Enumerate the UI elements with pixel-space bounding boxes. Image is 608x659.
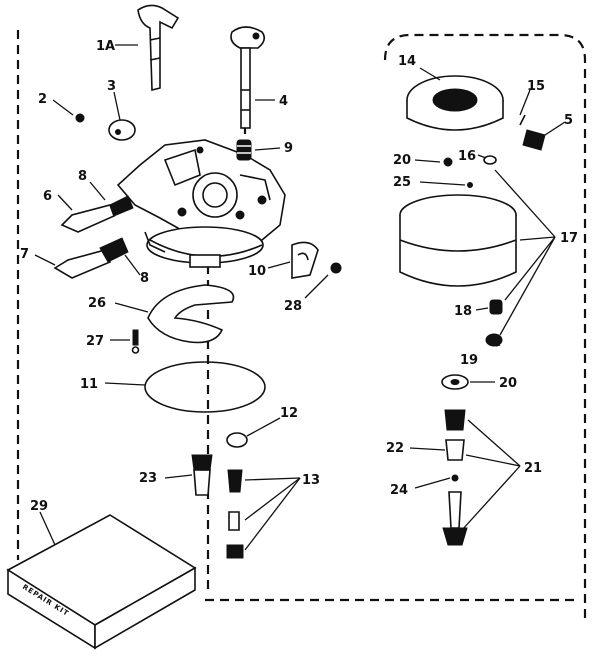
callout-17: 17 xyxy=(560,231,578,246)
callout-7: 7 xyxy=(20,247,29,262)
float-part-17 xyxy=(399,194,517,287)
callout-26: 26 xyxy=(88,296,106,311)
callout-2: 2 xyxy=(38,92,47,107)
spring-part-5 xyxy=(522,129,546,151)
callout-13: 13 xyxy=(302,473,320,488)
callout-18: 18 xyxy=(454,304,472,319)
screw-part-28 xyxy=(330,262,342,274)
spring-part-9 xyxy=(236,139,252,161)
callout-20-upper: 20 xyxy=(393,153,411,168)
callout-14: 14 xyxy=(398,54,416,69)
callout-12: 12 xyxy=(280,406,298,421)
callout-21: 21 xyxy=(524,461,542,476)
shutter-part-3 xyxy=(108,119,136,141)
spring-part-18 xyxy=(489,299,503,315)
seal-part-19 xyxy=(485,333,503,347)
main-jet-part-23 xyxy=(191,454,213,496)
washer-part-12 xyxy=(226,432,248,448)
callout-8-lower: 8 xyxy=(140,271,149,286)
main-screw-part-7 xyxy=(53,237,129,279)
idle-screw-part-6 xyxy=(60,195,134,233)
callout-25: 25 xyxy=(393,175,411,190)
callout-20-lower: 20 xyxy=(499,376,517,391)
callout-4: 4 xyxy=(279,94,288,109)
callout-16: 16 xyxy=(458,149,476,164)
oring-part-11 xyxy=(144,361,266,413)
callout-19: 19 xyxy=(460,353,478,368)
callout-6: 6 xyxy=(43,189,52,204)
callout-15: 15 xyxy=(527,79,545,94)
float-top-part-14 xyxy=(406,75,504,131)
plate-part-10 xyxy=(291,241,319,279)
parts-group-13 xyxy=(226,469,244,559)
callout-27: 27 xyxy=(86,334,104,349)
carburetor-body xyxy=(116,139,286,268)
callout-1a: 1A xyxy=(96,39,115,54)
callout-29: 29 xyxy=(30,499,48,514)
callout-23: 23 xyxy=(139,471,157,486)
clip-part-15 xyxy=(519,114,526,126)
pin-part-27 xyxy=(131,329,140,354)
leader-lines xyxy=(34,44,566,551)
callout-22: 22 xyxy=(386,441,404,456)
inlet-needle-part-4 xyxy=(230,26,266,129)
gasket-part-26 xyxy=(147,284,235,344)
callout-10: 10 xyxy=(248,264,266,279)
choke-shaft-part xyxy=(137,4,180,92)
callout-8-upper: 8 xyxy=(78,169,87,184)
callout-11: 11 xyxy=(80,377,98,392)
repair-kit-box: REPAIR KIT xyxy=(6,514,197,650)
callout-28: 28 xyxy=(284,299,302,314)
bowl-bolt-part-21 xyxy=(442,409,468,546)
callout-3: 3 xyxy=(107,79,116,94)
callout-5: 5 xyxy=(564,113,573,128)
part-callouts: 1A 2 3 4 8 6 7 8 9 10 28 26 27 11 12 13 … xyxy=(20,39,578,514)
callout-24: 24 xyxy=(390,483,408,498)
callout-9: 9 xyxy=(284,141,293,156)
washer-part-20 xyxy=(441,374,469,390)
screw-part-2 xyxy=(75,113,85,123)
small-parts-16-20-25 xyxy=(443,155,497,188)
